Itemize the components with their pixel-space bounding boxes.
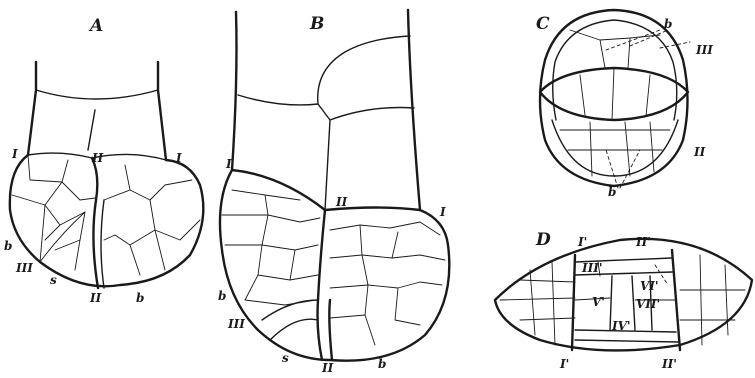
panel-d-label-vi-prime: VI' xyxy=(640,280,659,292)
panel-d-label-ii-prime-bottom: II' xyxy=(662,358,677,370)
panel-d-title: D xyxy=(536,232,551,249)
panel-a-label-ii-top: II xyxy=(92,152,103,164)
panel-d-label-vii-prime: VII' xyxy=(636,298,660,310)
panel-b-label-i-left: I xyxy=(226,158,232,170)
panel-c-label-ii: II xyxy=(694,146,705,158)
panel-b-drawing xyxy=(220,10,449,361)
panel-b-label-i-right: I xyxy=(440,206,446,218)
panel-b-label-b-right: b xyxy=(378,358,386,370)
panel-a-label-iii: III xyxy=(16,262,33,274)
panel-d-label-iii-prime: III' xyxy=(582,262,603,274)
panel-a-title: A xyxy=(90,18,103,35)
panel-c-label-iii: III xyxy=(696,44,713,56)
panel-b-title: B xyxy=(310,16,324,33)
panel-c-drawing xyxy=(540,10,690,188)
panel-b-label-ii-bottom: II xyxy=(322,362,333,374)
panel-c-title: C xyxy=(536,16,550,33)
panel-c-label-b-bottom: b xyxy=(608,186,616,198)
panel-d-label-iv-prime: IV' xyxy=(612,320,631,332)
panel-d-label-ii-prime-top: II' xyxy=(636,236,651,248)
panel-b-label-s: s xyxy=(282,352,289,364)
panel-a-label-b-left: b xyxy=(4,240,12,252)
panel-b-label-ii-top: II xyxy=(336,196,347,208)
panel-d-label-i-prime-top: I' xyxy=(578,236,587,248)
panel-d-label-v-prime: V' xyxy=(592,296,605,308)
panel-a-label-i-left: I xyxy=(12,148,18,160)
panel-d-drawing xyxy=(495,239,752,351)
panel-a-label-s: s xyxy=(50,274,57,286)
panel-a-drawing xyxy=(10,62,204,288)
panel-c-label-b-top: b xyxy=(664,18,672,30)
panel-b-label-iii: III xyxy=(228,318,245,330)
panel-d-label-i-prime-bottom: I' xyxy=(560,358,569,370)
panel-a-label-b-right: b xyxy=(136,292,144,304)
panel-a-label-i-right: I xyxy=(176,152,182,164)
panel-a-label-ii-bottom: II xyxy=(90,292,101,304)
panel-b-label-b-left: b xyxy=(218,290,226,302)
